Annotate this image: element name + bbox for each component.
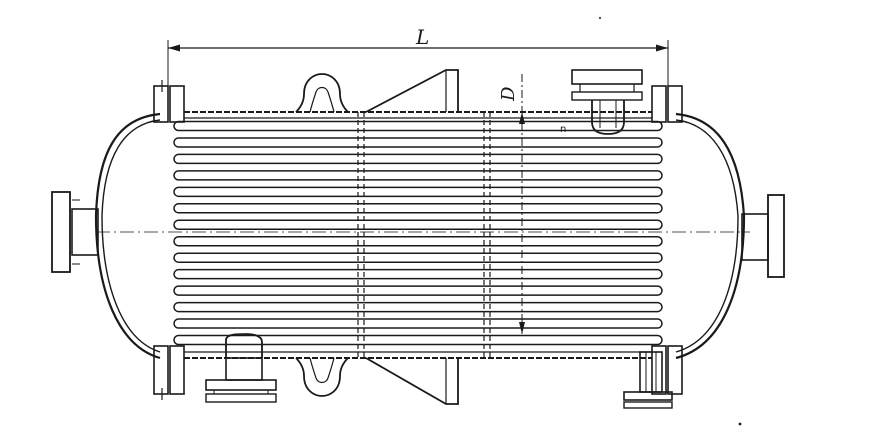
tube	[173, 334, 663, 346]
tube	[173, 153, 663, 165]
dimension-length: L	[167, 25, 669, 90]
tube	[173, 252, 663, 263]
support-saddles	[365, 69, 459, 405]
baffles	[357, 112, 491, 358]
right-body-flanges	[651, 85, 683, 395]
length-label: L	[415, 25, 429, 49]
tube	[173, 318, 663, 329]
dimension-diameter: D	[498, 74, 525, 334]
shell	[184, 111, 652, 359]
tube	[173, 301, 663, 313]
left-head	[51, 112, 161, 360]
tube	[173, 137, 663, 148]
tube	[173, 203, 663, 214]
bottom-nozzle	[205, 333, 277, 403]
left-nozzle	[71, 208, 99, 256]
tube	[173, 170, 663, 181]
left-body-flanges	[153, 80, 185, 400]
tube	[173, 186, 663, 198]
tube-markers: n	[560, 17, 742, 426]
arrowhead-left	[168, 44, 180, 52]
right-nozzle	[741, 213, 769, 261]
tube	[173, 120, 663, 132]
right-head	[675, 112, 785, 360]
svg-text:n: n	[560, 124, 566, 135]
bottom-expansion-joint	[295, 357, 349, 397]
top-expansion-joint	[295, 73, 349, 113]
top-nozzle	[571, 69, 643, 135]
tube	[173, 219, 663, 231]
tube	[173, 268, 663, 280]
arrowhead-right	[656, 44, 668, 52]
tube-bundle	[173, 120, 663, 346]
diameter-label: D	[498, 86, 519, 102]
right-nozzle-flange	[767, 194, 785, 278]
tube	[173, 285, 663, 296]
left-nozzle-flange	[51, 191, 71, 273]
drain-nozzle	[623, 351, 673, 409]
tube	[173, 235, 663, 247]
